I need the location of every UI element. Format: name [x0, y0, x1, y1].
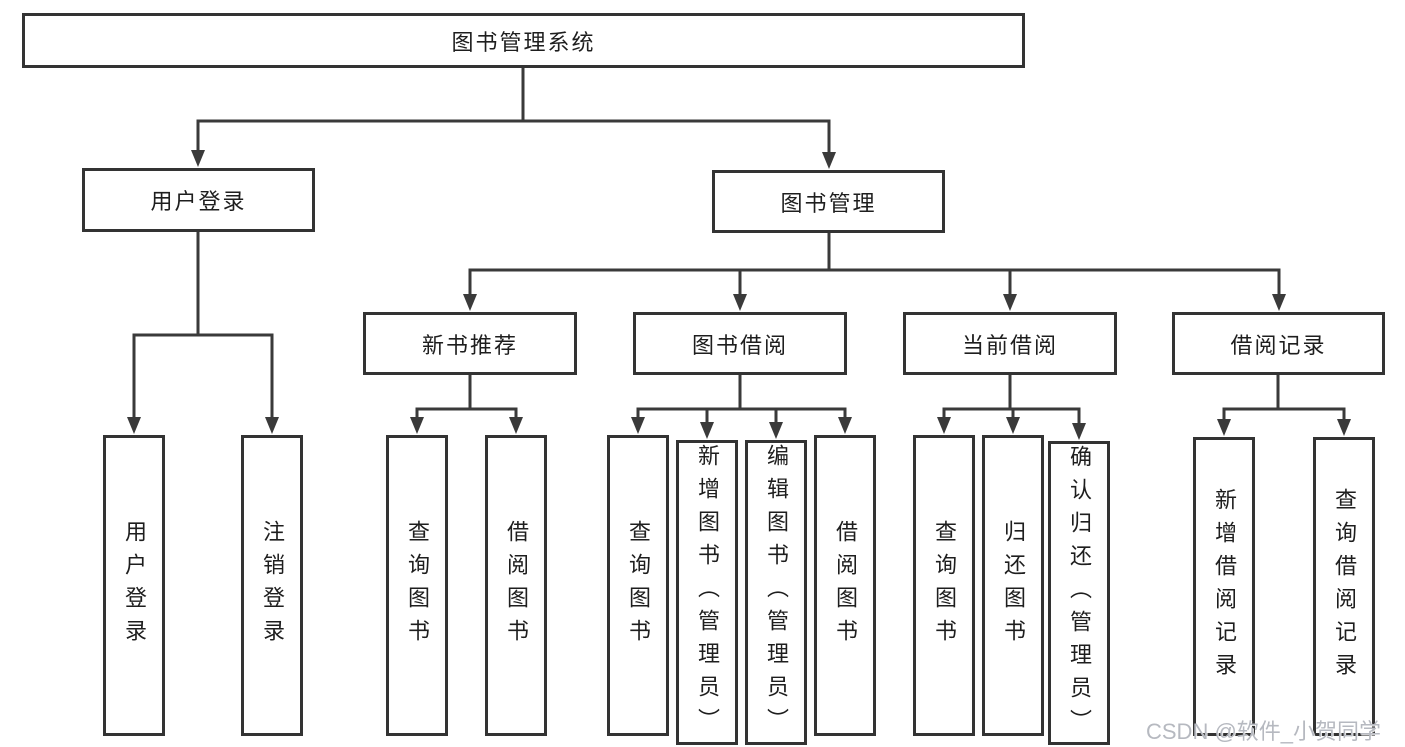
arrow-down-icon [410, 417, 424, 434]
arrow-down-icon [1072, 423, 1086, 440]
node-label: 当前借阅 [961, 332, 1058, 358]
leaf-label: 归还图书 [1001, 519, 1026, 652]
watermark: CSDN @软件_小贺同学 [1146, 719, 1382, 744]
arrow-down-icon [838, 417, 852, 434]
node-book-borrow: 图书借阅 [633, 312, 847, 375]
node-new-book-recommend: 新书推荐 [363, 312, 577, 375]
arrow-down-icon [463, 294, 477, 311]
arrow-down-icon [1272, 294, 1286, 311]
arrow-down-icon [631, 417, 645, 434]
leaf-label: 确认归还（管理员） [1067, 444, 1092, 742]
arrow-down-icon [1003, 294, 1017, 311]
leaf-edit-book-admin: 编辑图书（管理员） [745, 440, 807, 745]
node-root: 图书管理系统 [22, 13, 1025, 68]
leaf-label: 编辑图书（管理员） [764, 444, 789, 741]
arrow-down-icon [191, 150, 205, 167]
node-label: 图书管理 [780, 190, 877, 216]
node-label: 新书推荐 [421, 332, 518, 358]
arrow-down-icon [733, 294, 747, 311]
leaf-confirm-return-admin: 确认归还（管理员） [1048, 441, 1110, 745]
leaf-query-borrow-record: 查询借阅记录 [1313, 437, 1375, 736]
leaf-label: 借阅图书 [504, 519, 529, 652]
leaf-borrow-books: 借阅图书 [814, 435, 876, 736]
connector-path [132, 66, 1346, 426]
leaf-add-book-admin: 新增图书（管理员） [676, 440, 738, 745]
leaf-return-books: 归还图书 [982, 435, 1044, 736]
arrow-down-icon [509, 417, 523, 434]
leaf-query-books-current: 查询图书 [913, 435, 975, 736]
arrow-down-icon [769, 422, 783, 439]
leaf-label: 查询借阅记录 [1332, 487, 1357, 686]
arrowheads [127, 150, 1351, 440]
arrow-down-icon [700, 422, 714, 439]
arrow-down-icon [1337, 419, 1351, 436]
leaf-logout: 注销登录 [241, 435, 303, 736]
node-label: 图书借阅 [691, 332, 788, 358]
arrow-down-icon [822, 152, 836, 169]
leaf-label: 用户登录 [122, 519, 147, 652]
arrow-down-icon [1006, 417, 1020, 434]
leaf-user-login: 用户登录 [103, 435, 165, 736]
node-label: 借阅记录 [1230, 332, 1327, 358]
node-label: 图书管理系统 [451, 29, 596, 55]
leaf-label: 新增借阅记录 [1212, 487, 1237, 686]
leaf-label: 新增图书（管理员） [695, 444, 720, 741]
arrow-down-icon [127, 417, 141, 434]
leaf-label: 注销登录 [260, 519, 285, 652]
leaf-borrow-books-recommend: 借阅图书 [485, 435, 547, 736]
node-borrow-records: 借阅记录 [1172, 312, 1385, 375]
arrow-down-icon [937, 417, 951, 434]
leaf-label: 查询图书 [932, 519, 957, 652]
node-label: 用户登录 [150, 189, 247, 214]
arrow-down-icon [265, 417, 279, 434]
leaf-label: 查询图书 [405, 519, 430, 652]
leaf-label: 借阅图书 [833, 519, 858, 652]
leaf-label: 查询图书 [626, 519, 651, 652]
leaf-query-books-recommend: 查询图书 [386, 435, 448, 736]
leaf-add-borrow-record: 新增借阅记录 [1193, 437, 1255, 736]
arrow-down-icon [1217, 419, 1231, 436]
node-book-management: 图书管理 [712, 170, 945, 233]
leaf-query-books-borrow: 查询图书 [607, 435, 669, 736]
node-current-borrow: 当前借阅 [903, 312, 1117, 375]
node-user-login: 用户登录 [82, 168, 315, 232]
